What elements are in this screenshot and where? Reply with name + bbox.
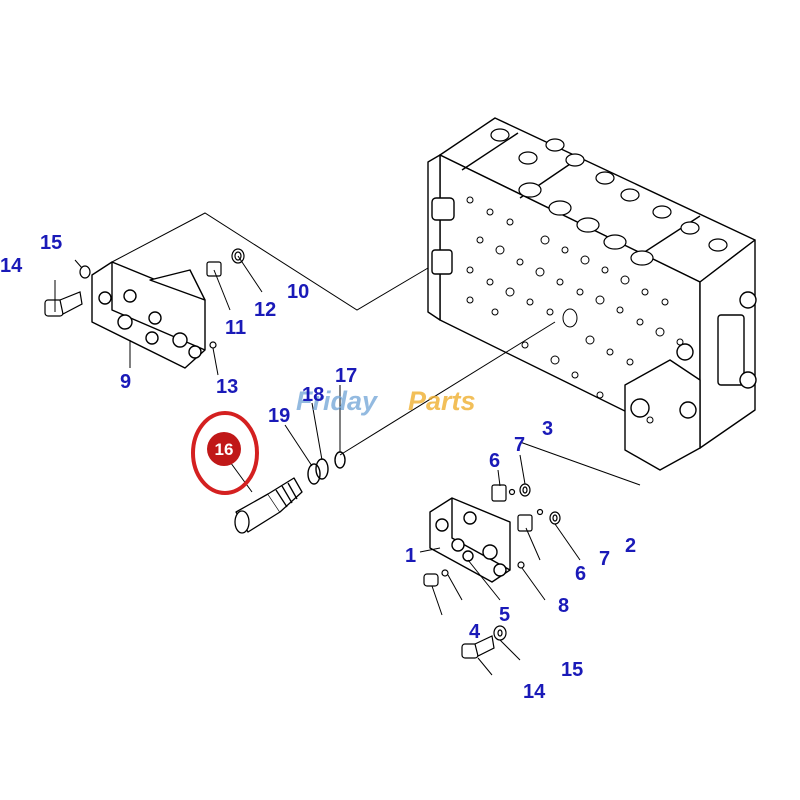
- callout-labels: 14 15 9 11 12 10 13 17 18 19 3 6 7 1 2 7…: [0, 232, 636, 703]
- callout-12: 12: [254, 299, 276, 321]
- watermark-part1: Friday: [296, 386, 379, 416]
- callout-15-right: 15: [561, 659, 583, 681]
- valve-top-ports: [490, 128, 728, 266]
- callout-6-right: 6: [575, 563, 586, 585]
- right-cover-part-1: [429, 497, 511, 583]
- callout-10: 10: [287, 281, 309, 303]
- callout-14-right: 14: [523, 681, 546, 703]
- callout-19: 19: [268, 405, 290, 427]
- callout-15-left: 15: [40, 232, 62, 254]
- callout-13: 13: [216, 376, 238, 398]
- callout-4: 4: [469, 621, 481, 643]
- main-valve-body: [427, 117, 757, 471]
- callout-6-top: 6: [489, 450, 500, 472]
- o-rings-17-18-19: [307, 451, 346, 485]
- highlighted-part-16: 16: [191, 411, 259, 495]
- left-small-parts: [44, 248, 245, 349]
- watermark-part2: Parts: [408, 386, 476, 416]
- watermark: Friday Parts: [296, 386, 476, 416]
- callout-2: 2: [625, 535, 636, 557]
- highlight-label: 16: [215, 440, 234, 459]
- callout-8: 8: [558, 595, 569, 617]
- highlight-ring: [191, 411, 259, 495]
- relief-valve-part-16: [234, 477, 303, 534]
- callout-17: 17: [335, 365, 357, 387]
- callout-3: 3: [542, 418, 553, 440]
- right-small-parts: [423, 483, 561, 659]
- callout-9: 9: [120, 371, 131, 393]
- leader-lines: [54, 212, 641, 676]
- callout-11: 11: [225, 317, 246, 339]
- callout-18: 18: [302, 384, 324, 406]
- left-cover-part-9: [91, 261, 206, 369]
- callout-14-left: 14: [0, 255, 23, 277]
- highlight-badge: [207, 432, 241, 466]
- callout-1: 1: [405, 545, 416, 567]
- callout-5: 5: [499, 604, 510, 626]
- callout-7-top: 7: [514, 434, 525, 456]
- callout-7-right: 7: [599, 548, 610, 570]
- valve-front-holes: [466, 196, 684, 424]
